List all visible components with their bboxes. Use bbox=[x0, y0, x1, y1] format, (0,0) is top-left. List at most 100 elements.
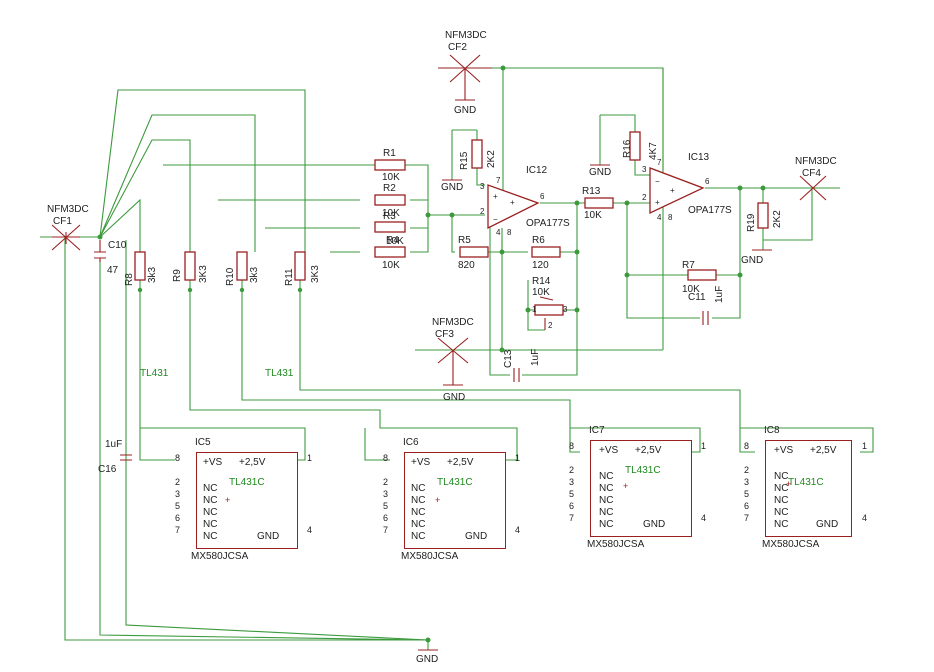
svg-text:R15: R15 bbox=[459, 151, 470, 170]
ic5-pin4: 4 bbox=[307, 525, 313, 535]
ic7-pin8: 8 bbox=[569, 441, 575, 451]
svg-text:R9: R9 bbox=[172, 269, 183, 282]
ic5-pin3: 3 bbox=[175, 489, 181, 499]
svg-text:+: + bbox=[670, 186, 675, 195]
ic5-nc: NC bbox=[203, 531, 218, 542]
resistor-r2: R2 10K bbox=[374, 183, 406, 219]
ic5-pin5: 5 bbox=[175, 501, 181, 511]
resistor-r16: R16 4K7 bbox=[622, 131, 659, 161]
ic8-nc: NC bbox=[774, 519, 789, 530]
svg-text:R5: R5 bbox=[458, 235, 471, 246]
ic7-pin3: 3 bbox=[569, 477, 575, 487]
ic8-gnd: GND bbox=[816, 519, 839, 530]
gnd-symbols: GND GND GND GND bbox=[416, 164, 772, 665]
svg-text:6: 6 bbox=[705, 177, 710, 186]
svg-text:CF3: CF3 bbox=[435, 329, 454, 340]
ic5-v25: +2,5V bbox=[239, 457, 266, 468]
ic6-nc: NC bbox=[411, 495, 426, 506]
resistor-r13: R13 10K bbox=[582, 186, 614, 221]
svg-text:4: 4 bbox=[657, 213, 662, 222]
svg-text:1uF: 1uF bbox=[714, 286, 725, 303]
resistor-r19: R19 2K2 bbox=[746, 202, 783, 232]
svg-text:−: − bbox=[493, 215, 498, 224]
svg-text:10K: 10K bbox=[532, 287, 550, 298]
ic7-nc: NC bbox=[599, 471, 614, 482]
opamp-ic13: IC13 OPA177S 3 2 6 7 4 8 − + + bbox=[642, 152, 732, 222]
ic5-pin1: 1 bbox=[307, 453, 313, 463]
svg-text:3k3: 3k3 bbox=[249, 266, 260, 283]
ic6-pin2: 2 bbox=[383, 477, 389, 487]
resistor-r9: R9 3K3 bbox=[172, 251, 209, 283]
ic6-v25: +2,5V bbox=[447, 457, 474, 468]
resistor-r5: R5 820 bbox=[458, 235, 489, 271]
svg-text:3K3: 3K3 bbox=[310, 265, 321, 283]
svg-text:R6: R6 bbox=[532, 235, 545, 246]
tl431-labels: TL431 TL431 bbox=[140, 368, 294, 379]
resistor-r6: R6 120 bbox=[531, 235, 561, 271]
ic8-pin1: 1 bbox=[862, 441, 868, 451]
ic6-pin1: 1 bbox=[515, 453, 521, 463]
svg-text:10K: 10K bbox=[386, 236, 404, 247]
ic8-name: IC8 bbox=[764, 425, 780, 436]
svg-text:2: 2 bbox=[642, 193, 647, 202]
resistor-r15: R15 2K2 bbox=[459, 139, 497, 170]
ic6-pin4: 4 bbox=[515, 525, 521, 535]
svg-text:OPA177S: OPA177S bbox=[688, 205, 732, 216]
resistor-r7: R7 10K bbox=[682, 260, 717, 295]
capacitor-c11: C11 1uF bbox=[688, 286, 725, 325]
svg-text:8: 8 bbox=[507, 228, 512, 237]
svg-text:3: 3 bbox=[642, 165, 647, 174]
svg-text:C16: C16 bbox=[98, 464, 117, 475]
svg-text:R19: R19 bbox=[746, 213, 757, 232]
svg-text:3: 3 bbox=[563, 305, 568, 314]
ic7-v25: +2,5V bbox=[635, 445, 662, 456]
svg-text:C11: C11 bbox=[688, 292, 706, 303]
svg-text:GND: GND bbox=[443, 392, 465, 403]
ic8-nc: NC bbox=[774, 483, 789, 494]
ic7-pin6: 6 bbox=[569, 501, 575, 511]
ic8-pin7: 7 bbox=[744, 513, 750, 523]
resistor-r10: R10 3k3 bbox=[225, 251, 260, 286]
ic5-vs: +VS bbox=[203, 457, 223, 468]
svg-text:120: 120 bbox=[532, 260, 549, 271]
svg-text:GND: GND bbox=[589, 167, 611, 178]
svg-text:TL431: TL431 bbox=[140, 368, 169, 379]
ic8-nc: NC bbox=[774, 495, 789, 506]
svg-text:CF4: CF4 bbox=[802, 168, 821, 179]
capacitor-c10: C10 47 bbox=[94, 240, 127, 276]
filter-cf2: NFM3DC CF2 GND bbox=[438, 30, 492, 116]
resistor-r11: R11 3K3 bbox=[284, 251, 321, 286]
ic7-plus: + bbox=[623, 481, 629, 491]
filter-cf3: NFM3DC CF3 GND bbox=[432, 317, 474, 403]
svg-text:CF1: CF1 bbox=[53, 216, 72, 227]
ic6-tl431: TL431C bbox=[437, 477, 473, 488]
svg-text:1uF: 1uF bbox=[530, 349, 541, 366]
ic5-chip: IC5 MX580JCSA +VS +2,5V NC NC NC NC NC G… bbox=[175, 437, 312, 562]
svg-text:10K: 10K bbox=[382, 172, 400, 183]
ic7-nc: NC bbox=[599, 507, 614, 518]
svg-text:GND: GND bbox=[441, 182, 463, 193]
resistor-r4: R4 10K bbox=[374, 235, 406, 271]
ic5-plus: + bbox=[225, 495, 231, 505]
svg-text:8: 8 bbox=[668, 213, 673, 222]
ic6-nc: NC bbox=[411, 483, 426, 494]
svg-text:IC13: IC13 bbox=[688, 152, 710, 163]
svg-text:NFM3DC: NFM3DC bbox=[47, 204, 89, 215]
svg-text:R16: R16 bbox=[622, 139, 633, 158]
ic7-name: IC7 bbox=[589, 425, 605, 436]
ic8-pin3: 3 bbox=[744, 477, 750, 487]
svg-text:R1: R1 bbox=[383, 148, 396, 159]
svg-text:3k3: 3k3 bbox=[147, 266, 158, 283]
wires bbox=[40, 67, 874, 650]
svg-text:2: 2 bbox=[480, 207, 485, 216]
ic8-nc: NC bbox=[774, 471, 789, 482]
svg-text:10K: 10K bbox=[382, 208, 400, 219]
ic8-nc: NC bbox=[774, 507, 789, 518]
ic6-pin5: 5 bbox=[383, 501, 389, 511]
ic5-pin2: 2 bbox=[175, 477, 181, 487]
svg-text:TL431: TL431 bbox=[265, 368, 294, 379]
svg-text:+: + bbox=[493, 192, 498, 201]
ic7-pin5: 5 bbox=[569, 489, 575, 499]
ic5-pin8: 8 bbox=[175, 453, 181, 463]
